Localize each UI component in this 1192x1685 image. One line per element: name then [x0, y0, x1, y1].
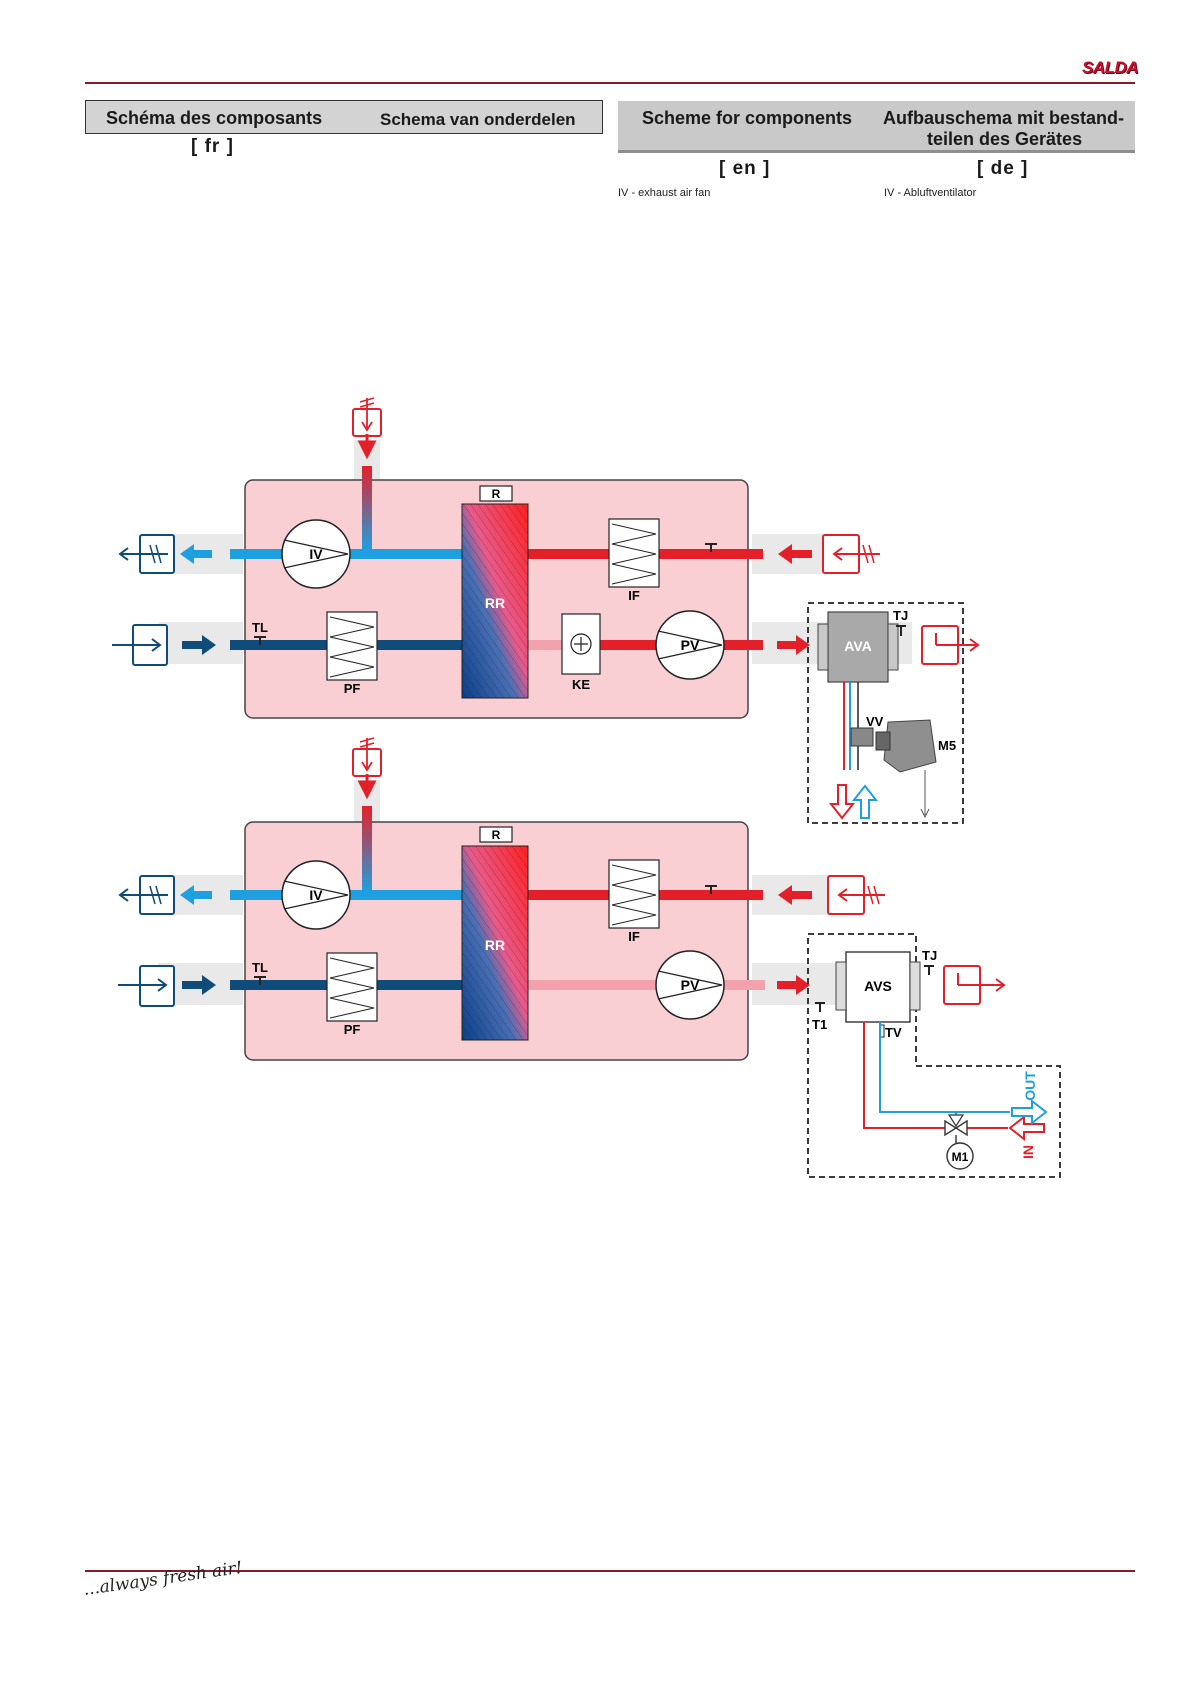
- label-in: IN: [1020, 1145, 1036, 1159]
- label-tv: TV: [885, 1025, 902, 1040]
- arrow-water-in: [831, 785, 853, 818]
- label-pf-2: PF: [344, 1022, 361, 1037]
- arrow-water-out: [854, 786, 876, 818]
- label-m5: M5: [938, 738, 956, 753]
- label-ke: KE: [572, 677, 590, 692]
- top-diagram: IV RR R IF PF TL KE PV: [112, 398, 978, 823]
- label-ava: AVA: [844, 638, 871, 654]
- label-pf: PF: [344, 681, 361, 696]
- label-vv: VV: [866, 714, 884, 729]
- label-tj: TJ: [893, 608, 908, 623]
- label-r-2: R: [492, 828, 501, 842]
- arrow-water-in-2: [1010, 1117, 1044, 1139]
- arrow-water-out-2: [1012, 1101, 1046, 1123]
- label-if: IF: [628, 588, 640, 603]
- label-iv: IV: [309, 546, 323, 562]
- valve-vv: [851, 728, 873, 746]
- bottom-diagram: IV RR R IF PF TL PV: [118, 738, 1060, 1177]
- label-t1: T1: [812, 1017, 827, 1032]
- label-r: R: [492, 487, 501, 501]
- label-tj-2: TJ: [922, 948, 937, 963]
- label-out: OUT: [1022, 1071, 1038, 1101]
- label-avs: AVS: [864, 978, 892, 994]
- label-tl-2: TL: [252, 960, 268, 975]
- label-iv-2: IV: [309, 887, 323, 903]
- label-pv-2: PV: [681, 977, 700, 993]
- label-m1: M1: [952, 1150, 969, 1164]
- bypass-riser: [362, 466, 372, 550]
- label-if-2: IF: [628, 929, 640, 944]
- label-pv: PV: [681, 637, 700, 653]
- supply-air-line-pre: [528, 640, 562, 650]
- actuator-m5: [884, 720, 936, 772]
- label-rr: RR: [485, 595, 505, 611]
- label-tl: TL: [252, 620, 268, 635]
- label-rr-2: RR: [485, 937, 505, 953]
